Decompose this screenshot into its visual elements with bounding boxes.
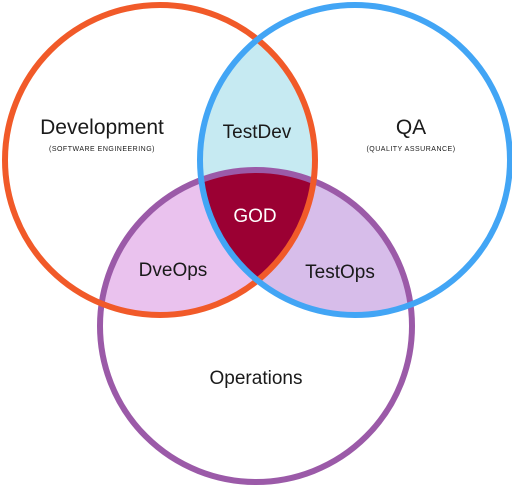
operations-label: Operations	[210, 368, 303, 389]
qa-circle	[197, 2, 512, 318]
development-sublabel: (SOFTWARE ENGINEERING)	[49, 146, 155, 153]
intersection-qa-ops	[200, 170, 412, 315]
testops-label: TestOps	[305, 262, 375, 283]
dveops-label: DveOps	[139, 260, 208, 281]
development-label: Development	[40, 116, 164, 139]
qa-label: QA	[396, 116, 426, 139]
intersection-dev-ops	[100, 170, 315, 315]
operations-circle	[97, 167, 415, 485]
testdev-label: TestDev	[223, 122, 292, 143]
god-label: GOD	[233, 206, 276, 227]
development-circle	[2, 2, 318, 318]
qa-sublabel: (QUALITY ASSURANCE)	[366, 146, 455, 153]
